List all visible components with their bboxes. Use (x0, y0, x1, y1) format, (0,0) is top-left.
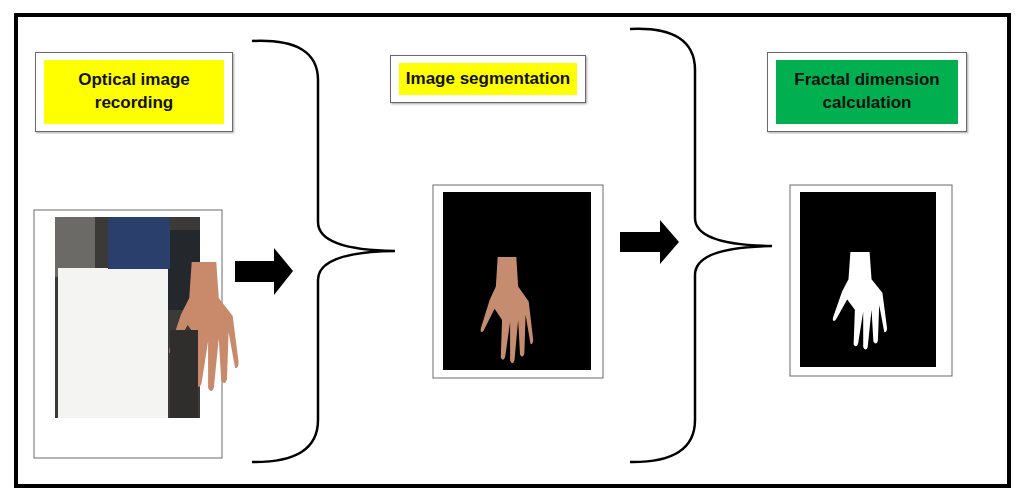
step-label-box: Fractal dimension calculation (767, 52, 967, 132)
segmented-hand (433, 185, 603, 378)
label-highlight: Optical image recording (44, 60, 224, 124)
binary-hand-mask (790, 185, 952, 376)
label-highlight: Fractal dimension calculation (776, 60, 958, 124)
outer-frame (16, 15, 1009, 486)
label-highlight: Image segmentation (399, 63, 577, 95)
flow-arrow (620, 220, 679, 264)
step-title: Fractal dimension calculation (782, 69, 952, 115)
step-title: Image segmentation (406, 68, 570, 91)
hand-photo (34, 210, 239, 458)
curly-brace (630, 29, 772, 462)
flow-arrow (235, 248, 293, 295)
step-label-box: Optical image recording (35, 52, 233, 132)
curly-brace (252, 41, 395, 462)
step-label-box: Image segmentation (390, 55, 586, 103)
step-title: Optical image recording (50, 69, 218, 115)
